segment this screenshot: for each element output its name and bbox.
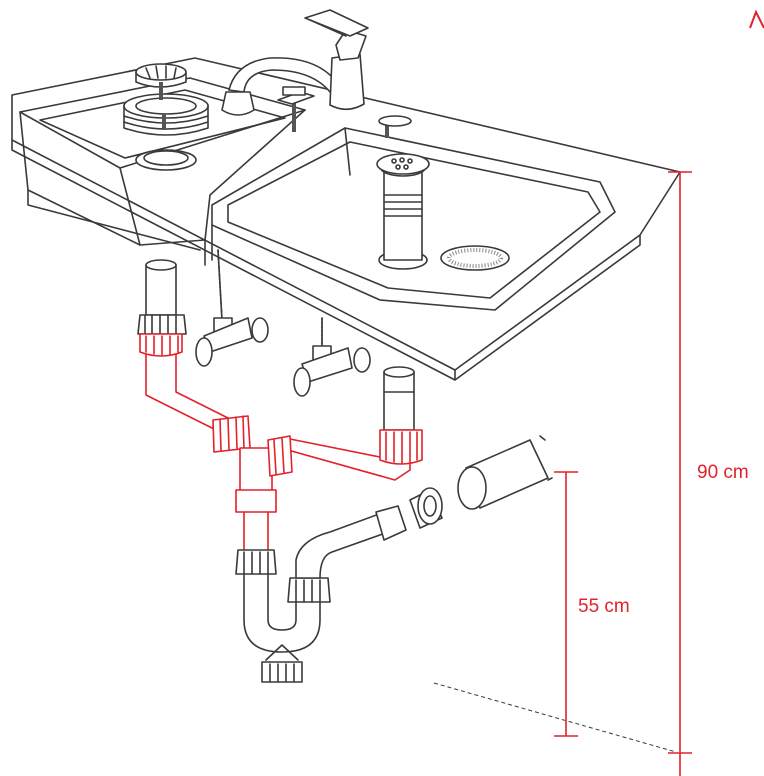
p-trap bbox=[235, 505, 407, 683]
pop-up-drain-plug bbox=[376, 115, 430, 270]
highlighted-connector-pipes bbox=[139, 333, 423, 556]
supply-line-right bbox=[293, 317, 371, 397]
floor-line bbox=[433, 682, 677, 753]
corner-mark bbox=[749, 9, 764, 29]
left-tailpiece bbox=[137, 259, 187, 335]
drain-height-dimension: 55 cm bbox=[554, 471, 630, 737]
supply-line-left bbox=[195, 249, 269, 367]
total-height-label: 90 cm bbox=[697, 462, 749, 483]
right-tailpiece bbox=[383, 366, 415, 431]
strainer-grate bbox=[440, 245, 510, 271]
wall-drain-pipe bbox=[409, 435, 553, 529]
basket-strainer bbox=[123, 63, 209, 171]
drain-height-label: 55 cm bbox=[578, 596, 630, 617]
faucet bbox=[221, 9, 369, 132]
total-height-dimension: 90 cm bbox=[668, 171, 749, 776]
